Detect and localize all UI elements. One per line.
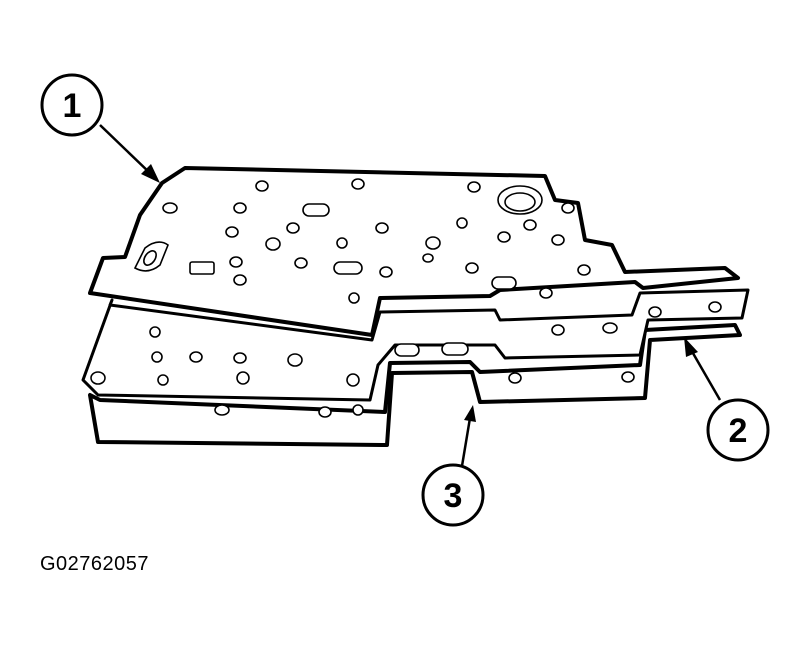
callout-1-leader: [99, 124, 153, 176]
bottom-plate-holes: [214, 371, 635, 418]
callout-2-leader: [688, 347, 722, 401]
callout-1-arrowhead: [141, 164, 160, 183]
callout-3: 3: [421, 405, 485, 527]
middle-plate-holes: [90, 301, 722, 387]
callout-1: 1: [40, 73, 160, 183]
callout-1-label: 1: [63, 87, 82, 125]
middle-plate: [81, 288, 750, 402]
callout-3-leader: [460, 417, 472, 467]
callout-3-label: 3: [444, 477, 463, 515]
bottom-plate-outline: [88, 323, 742, 447]
callout-3-circle: [421, 463, 485, 527]
top-plate-holes: [133, 178, 591, 304]
top-plate-outline: [88, 166, 740, 337]
bottom-plate: [88, 323, 742, 447]
callout-2-circle: [706, 398, 770, 462]
figure-code: G02762057: [40, 553, 150, 575]
callout-2-arrowhead: [684, 337, 698, 357]
callout-3-arrowhead: [464, 405, 476, 422]
callout-1-circle: [40, 73, 104, 137]
top-plate: [88, 166, 740, 337]
callout-2-label: 2: [729, 412, 748, 450]
callout-2: 2: [684, 337, 770, 462]
